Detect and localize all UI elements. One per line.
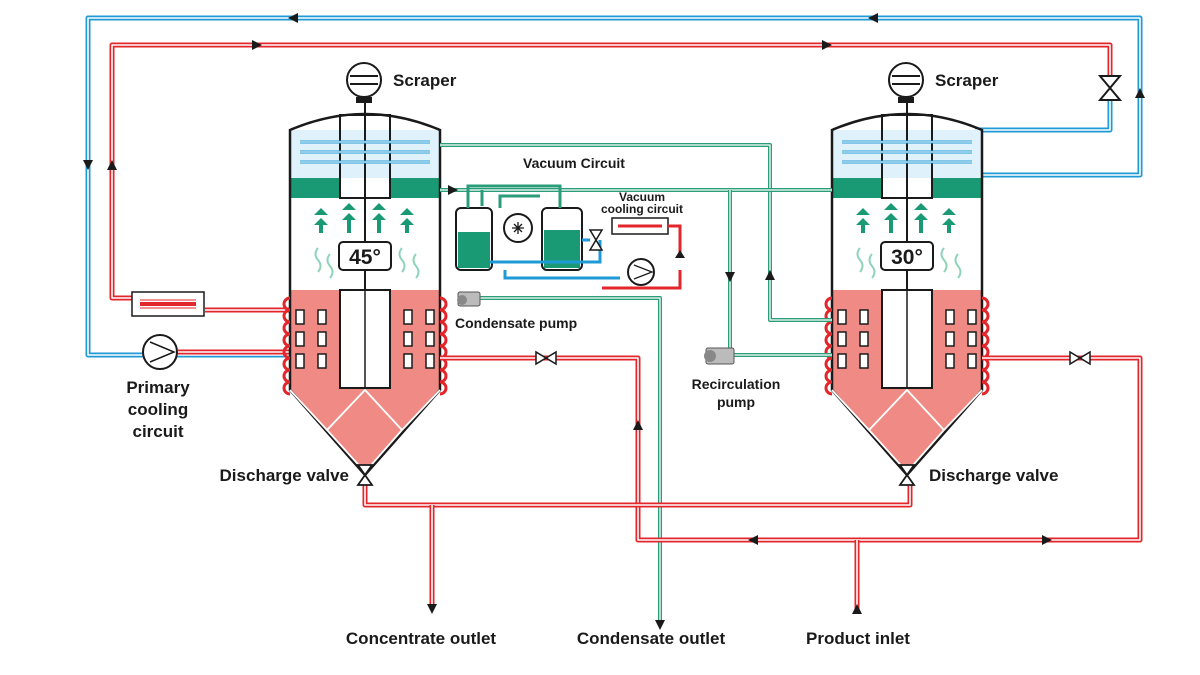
discharge-valve-left-label: Discharge valve	[220, 466, 349, 485]
product-flow-arrows	[427, 420, 1052, 614]
primary-cooling-label-line1: Primary	[126, 378, 190, 397]
vacuum-pump	[503, 213, 533, 243]
right-temperature-value: 30°	[891, 246, 923, 269]
left-scraper-motor	[346, 62, 382, 103]
product-inlet-label: Product inlet	[806, 629, 910, 648]
vacuum-separator-tank	[455, 190, 493, 271]
right-evaporator-vessel	[824, 100, 990, 477]
product-line	[362, 355, 1143, 610]
vacuum-flow-arrows	[448, 185, 775, 630]
product-control-valve-left	[535, 350, 557, 366]
vacuum-cooling-pump	[627, 258, 655, 286]
primary-circuit-red-line	[109, 42, 1113, 355]
left-evaporator-vessel	[282, 100, 448, 477]
recirculation-pump	[704, 347, 735, 365]
primary-cooling-label-line3: circuit	[132, 422, 183, 441]
concentrate-outlet-label: Concentrate outlet	[346, 629, 497, 648]
right-temperature-display: 30°	[880, 241, 934, 271]
primary-heat-exchanger	[131, 291, 205, 317]
scraper-left-label: Scraper	[393, 71, 457, 90]
vacuum-cooling-label-line2: cooling circuit	[601, 202, 683, 216]
primary-cooling-pump	[142, 334, 178, 370]
vacuum-cooling-label-line1: Vacuum	[619, 190, 665, 204]
recirculation-pump-label-line1: Recirculation	[692, 376, 781, 392]
vacuum-circuit-label: Vacuum Circuit	[523, 155, 625, 171]
right-scraper-motor	[888, 62, 924, 103]
scraper-right-label: Scraper	[935, 71, 999, 90]
discharge-valve-left	[356, 464, 374, 486]
discharge-valve-right-label: Discharge valve	[929, 466, 1058, 485]
left-temperature-display: 45°	[338, 241, 392, 271]
condensate-pump	[457, 291, 481, 307]
condensate-pump-label: Condensate pump	[455, 315, 577, 331]
primary-control-valve	[1097, 75, 1123, 101]
discharge-valve-right	[898, 464, 916, 486]
vacuum-circuit-line	[440, 143, 832, 622]
primary-flow-arrows	[83, 13, 1145, 170]
product-control-valve-right	[1069, 350, 1091, 366]
left-temperature-value: 45°	[349, 246, 381, 269]
recirculation-pump-label-line2: pump	[717, 394, 755, 410]
primary-cooling-label-line2: cooling	[128, 400, 188, 419]
vacuum-cooling-valve	[588, 229, 604, 251]
vacuum-cooling-exchanger	[602, 217, 685, 290]
condensate-outlet-label: Condensate outlet	[577, 629, 726, 648]
vacuum-internal-lines	[466, 184, 620, 280]
